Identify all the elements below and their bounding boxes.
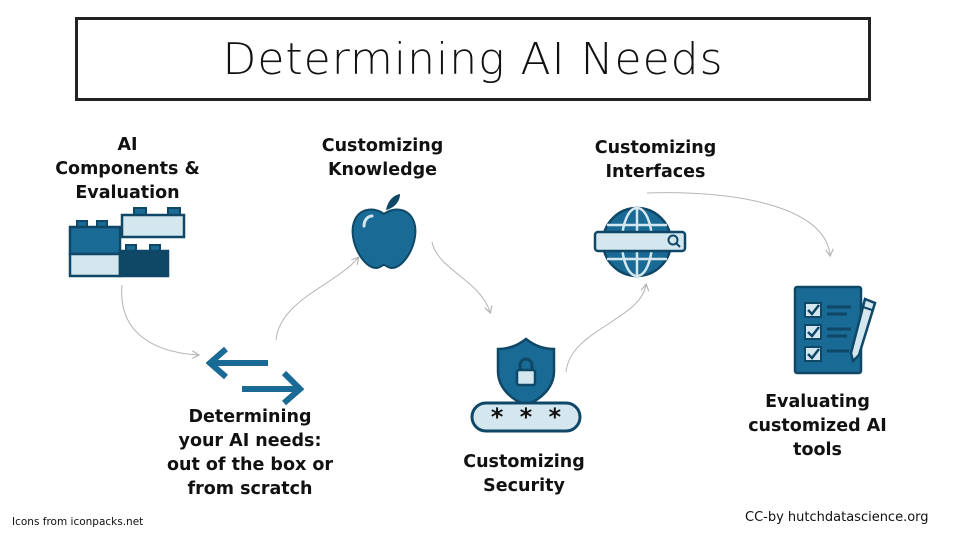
arrow-components-to-needs	[121, 284, 198, 355]
license-credit: CC-by hutchdatascience.org	[745, 510, 929, 525]
blocks-icon	[68, 207, 186, 278]
apple-icon	[351, 194, 417, 270]
checklist-icon	[793, 285, 877, 375]
title-box: Determining AI Needs	[75, 17, 871, 101]
label-components: AI Components & Evaluation	[55, 135, 200, 203]
password-mask: * * *	[490, 403, 562, 431]
icons-credit: Icons from iconpacks.net	[12, 516, 144, 528]
arrow-knowledge-to-security	[431, 241, 490, 312]
label-knowledge: Customizing Knowledge	[321, 136, 444, 180]
globe-search-icon	[593, 206, 687, 278]
label-evaluating: Evaluating customized AI tools	[748, 392, 887, 460]
label-security: Customizing Security	[463, 452, 585, 496]
label-interfaces: Customizing Interfaces	[594, 138, 717, 182]
page-title: Determining AI Needs	[222, 33, 724, 85]
shield-lock-icon: * * *	[470, 337, 582, 433]
arrow-interfaces-to-evaluating	[646, 192, 830, 255]
swap-arrows-icon	[206, 346, 304, 406]
label-needs: Determining your AI needs: out of the bo…	[166, 407, 334, 499]
arrow-security-to-interfaces	[565, 285, 646, 373]
arrow-needs-to-knowledge	[275, 258, 358, 341]
